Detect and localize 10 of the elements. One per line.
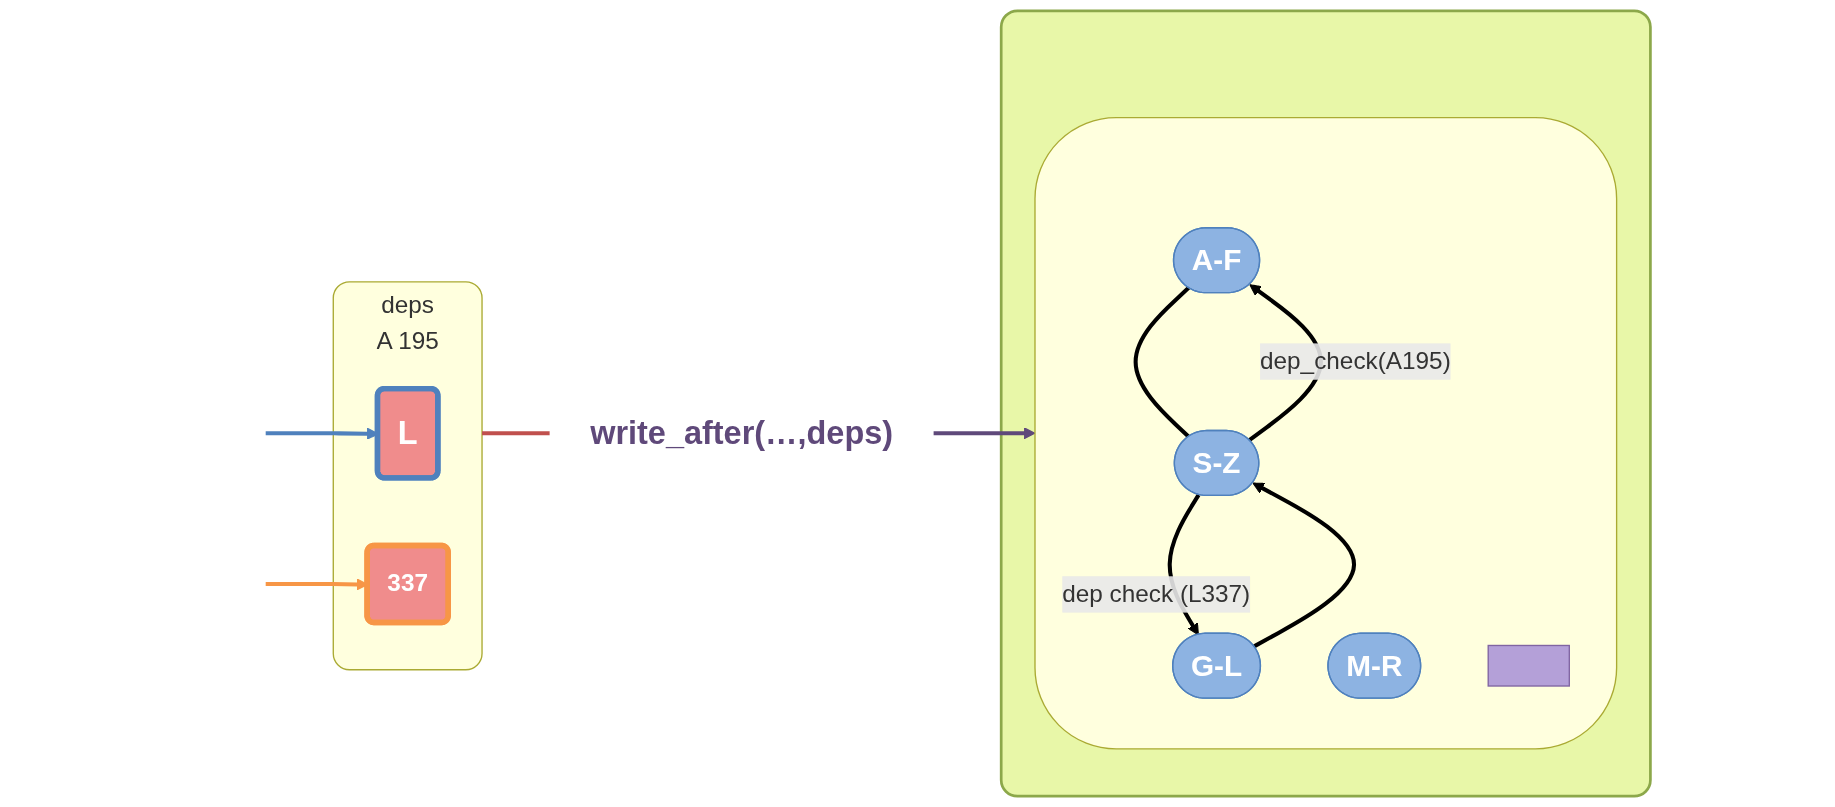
edge-label: dep_check(A195)	[1260, 343, 1451, 380]
ellipse-node: G-L	[1172, 632, 1262, 699]
ellipse-node: M-R	[1327, 632, 1422, 699]
group-title: deps A 195	[376, 291, 439, 355]
edge-label: dep check (L337)	[1062, 576, 1251, 613]
text-label: write_after(…,deps)	[590, 414, 894, 451]
circled-letter: L	[374, 385, 441, 481]
ellipse-node: A-F	[1172, 227, 1261, 294]
circled-letter: 337	[364, 542, 451, 626]
ellipse-node: S-Z	[1173, 429, 1260, 497]
